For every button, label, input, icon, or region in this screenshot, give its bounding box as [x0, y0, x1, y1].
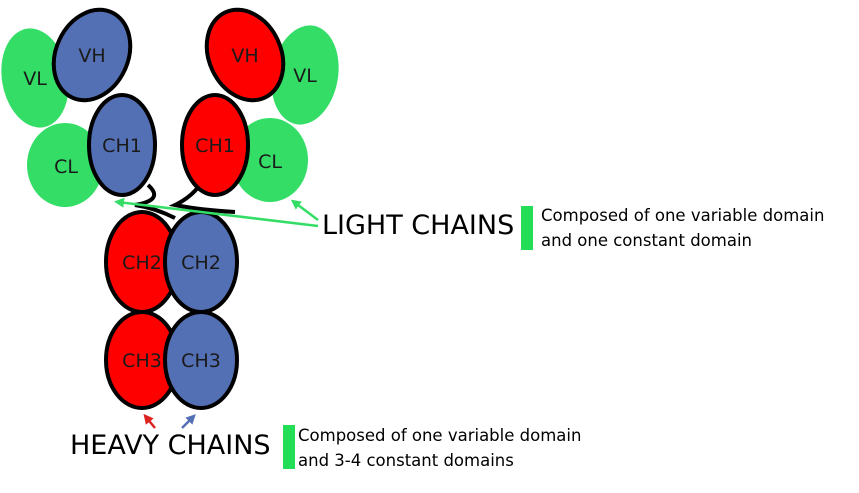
light-chains-desc-line2: and one constant domain	[541, 231, 753, 250]
right-vl-domain	[271, 25, 339, 125]
left-cl-domain	[27, 123, 103, 207]
right-vh-label: VH	[231, 45, 258, 67]
right-vl-label: VL	[293, 65, 317, 87]
heavy-chains-heading: HEAVY CHAINS	[70, 430, 271, 461]
left-vl-label: VL	[23, 68, 47, 90]
left-ch1-domain	[87, 93, 157, 197]
left-cl-label: CL	[54, 156, 78, 178]
ch3-blue-domain	[163, 310, 239, 410]
hinge-line-right	[168, 183, 236, 214]
heavy-chains-desc-line1: Composed of one variable domain	[298, 426, 582, 445]
left-ch1-label: CH1	[102, 135, 142, 157]
right-vh-domain	[204, 7, 286, 103]
light-chains-description: Composed of one variable domain and one …	[541, 203, 824, 253]
left-vh-domain	[51, 7, 133, 103]
heavy-chains-desc-line2: and 3-4 constant domains	[298, 451, 514, 470]
light-chain-arrow-right	[290, 199, 319, 221]
left-vl-domain	[1, 28, 69, 128]
ch2-blue-label: CH2	[181, 252, 221, 274]
heavy-chains-accent-bar	[283, 425, 295, 469]
heavy-chain-arrow-blue	[181, 414, 196, 429]
ch2-red-label: CH2	[122, 252, 162, 274]
ch3-red-label: CH3	[122, 350, 162, 372]
heavy-chain-arrow-red	[143, 413, 156, 429]
light-chains-desc-line1: Composed of one variable domain	[541, 206, 825, 225]
light-chain-arrow-left	[114, 197, 319, 228]
left-vh-label: VH	[78, 45, 105, 67]
light-chains-accent-bar	[521, 206, 533, 250]
light-chains-heading: LIGHT CHAINS	[322, 210, 515, 241]
right-ch1-label: CH1	[195, 135, 235, 157]
ch3-blue-label: CH3	[181, 350, 221, 372]
heavy-chains-description: Composed of one variable domain and 3-4 …	[298, 423, 581, 473]
right-cl-label: CL	[258, 151, 282, 173]
right-cl-domain	[232, 118, 308, 202]
right-ch1-domain	[180, 93, 250, 197]
